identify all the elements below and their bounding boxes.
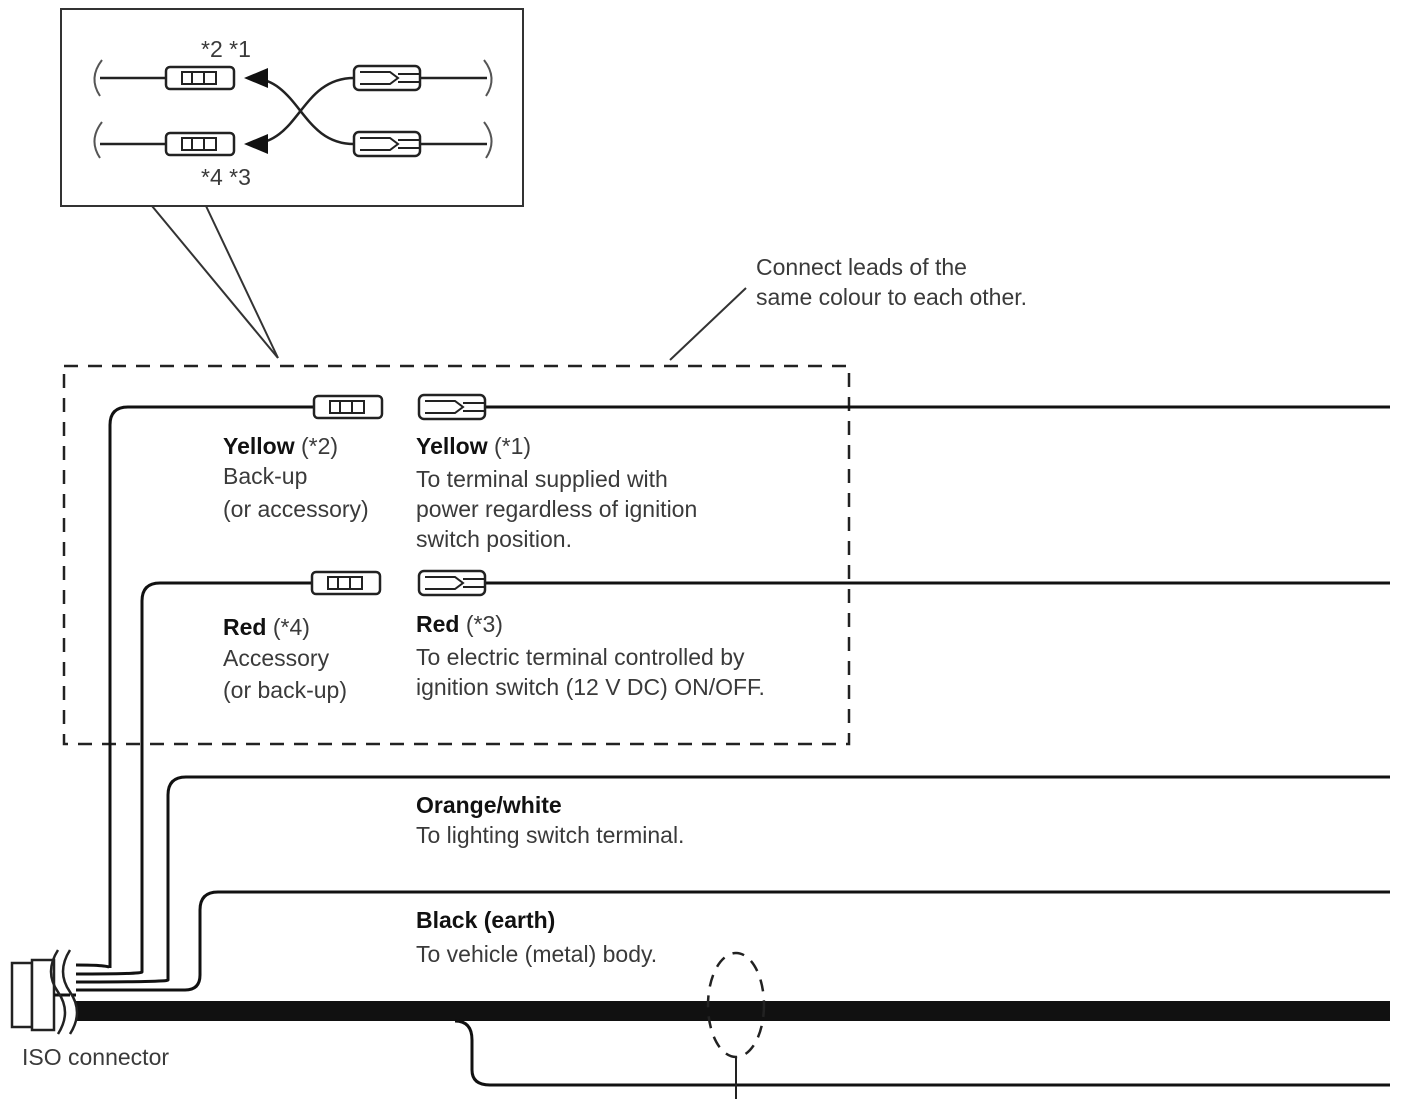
lead-orange-desc-1: To lighting switch terminal. bbox=[416, 822, 685, 848]
wire-bundle bbox=[75, 963, 170, 984]
inset-bottom-refs: *4 *3 bbox=[201, 164, 251, 190]
note-line-2: same colour to each other. bbox=[756, 284, 1028, 310]
lead-red-left-desc-1: Accessory bbox=[223, 645, 330, 671]
lead-ref: (*4) bbox=[272, 614, 310, 640]
lead-black-title: Black (earth) bbox=[416, 905, 555, 935]
lead-black-desc-1: To vehicle (metal) body. bbox=[416, 941, 658, 967]
wire-yellow bbox=[108, 405, 1390, 968]
note-line-1: Connect leads of the bbox=[756, 254, 967, 280]
wire-orange-white bbox=[166, 775, 1390, 980]
lead-name: Yellow bbox=[416, 433, 488, 459]
lead-yellow-right-desc-2: power regardless of ignition bbox=[416, 496, 698, 522]
lead-name: Red bbox=[416, 611, 460, 637]
lead-yellow-left-desc-1: Back-up bbox=[223, 463, 308, 489]
iso-connector-label: ISO connector bbox=[22, 1044, 170, 1070]
inset-callout bbox=[60, 8, 524, 359]
inset-plug-top-right bbox=[352, 64, 422, 92]
plug-red-left bbox=[310, 570, 382, 596]
branch-wire bbox=[454, 1019, 1390, 1087]
lead-orange-title: Orange/white bbox=[416, 790, 562, 820]
plug-red-right bbox=[417, 569, 487, 597]
lead-ref: (*2) bbox=[300, 433, 339, 459]
dashed-group-box bbox=[62, 364, 851, 746]
wire-black bbox=[76, 890, 1390, 992]
inset-plug-bottom-right bbox=[352, 130, 422, 158]
lead-ref: (*3) bbox=[465, 611, 503, 637]
lead-name: Red bbox=[223, 614, 267, 640]
inset-plug-top-left bbox=[164, 65, 236, 91]
lead-yellow-right-desc-1: To terminal supplied with bbox=[416, 466, 668, 492]
lead-name: Black (earth) bbox=[416, 907, 556, 933]
lead-yellow-right-title: Yellow (*1) bbox=[416, 431, 531, 461]
iso-connector bbox=[10, 949, 79, 1035]
plug-yellow-right bbox=[417, 393, 487, 421]
lead-name: Yellow bbox=[223, 433, 295, 459]
lead-red-right-title: Red (*3) bbox=[416, 609, 503, 639]
lead-yellow-right-desc-3: switch position. bbox=[416, 526, 572, 552]
arrow-icon bbox=[244, 134, 268, 154]
lead-yellow-left-desc-2: (or accessory) bbox=[223, 496, 369, 522]
lead-red-right-desc-2: ignition switch (12 V DC) ON/OFF. bbox=[416, 674, 765, 700]
wire-red bbox=[140, 581, 1390, 972]
lead-yellow-left-title: Yellow (*2) bbox=[223, 431, 338, 461]
lead-ref: (*1) bbox=[493, 433, 532, 459]
inset-top-refs: *2 *1 bbox=[201, 36, 251, 62]
plug-yellow-left bbox=[312, 394, 384, 420]
note-leader-line bbox=[669, 287, 747, 361]
arrow-icon bbox=[244, 68, 268, 88]
lead-red-left-title: Red (*4) bbox=[223, 612, 310, 642]
lead-red-left-desc-2: (or back-up) bbox=[223, 677, 347, 703]
lead-red-right-desc-1: To electric terminal controlled by bbox=[416, 644, 745, 670]
main-cable bbox=[76, 1001, 1390, 1021]
lead-name: Orange/white bbox=[416, 792, 562, 818]
inset-plug-bottom-left bbox=[164, 131, 236, 157]
